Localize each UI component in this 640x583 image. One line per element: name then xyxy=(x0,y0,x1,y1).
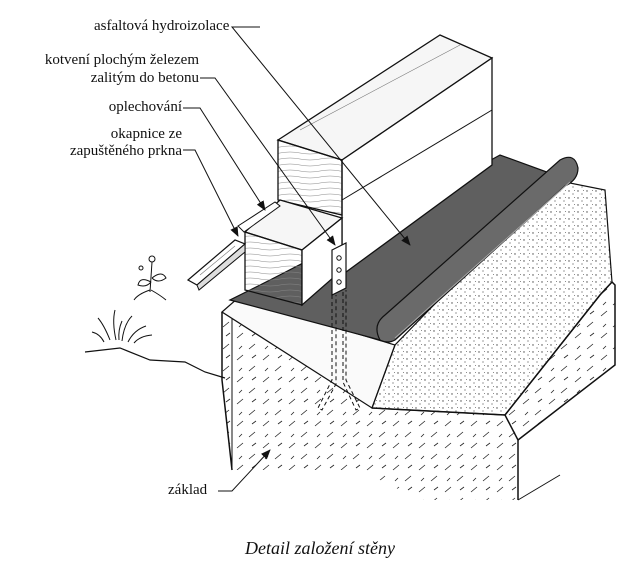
label-anchor-line-1: kotvení plochým železem xyxy=(44,52,199,68)
foundation-body xyxy=(222,312,518,500)
label-drip-line-2: zapuštěného prkna xyxy=(69,143,182,159)
leader-anchor xyxy=(200,77,336,246)
ground-surface xyxy=(84,347,226,379)
label-flashing: oplechování xyxy=(108,99,182,115)
label-asphalt-waterproofing: asfaltová hydroizolace xyxy=(94,18,230,34)
membrane-roll xyxy=(376,156,579,343)
leader-drip xyxy=(183,149,239,237)
leader-flashing xyxy=(183,107,266,211)
label-foundation: základ xyxy=(168,482,208,498)
figure-caption: Detail založení stěny xyxy=(245,538,395,558)
leader-lines xyxy=(183,26,411,492)
label-anchor-line-2: zalitým do betonu xyxy=(90,70,199,86)
leader-hydro xyxy=(230,26,411,246)
drip-board xyxy=(186,239,247,291)
steel-anchor xyxy=(317,242,361,411)
gravel-bed xyxy=(371,179,613,416)
leader-foundation xyxy=(218,449,271,492)
label-drip-line-1: okapnice ze xyxy=(110,126,182,142)
plant xyxy=(133,255,167,301)
grass-tuft xyxy=(91,309,153,344)
